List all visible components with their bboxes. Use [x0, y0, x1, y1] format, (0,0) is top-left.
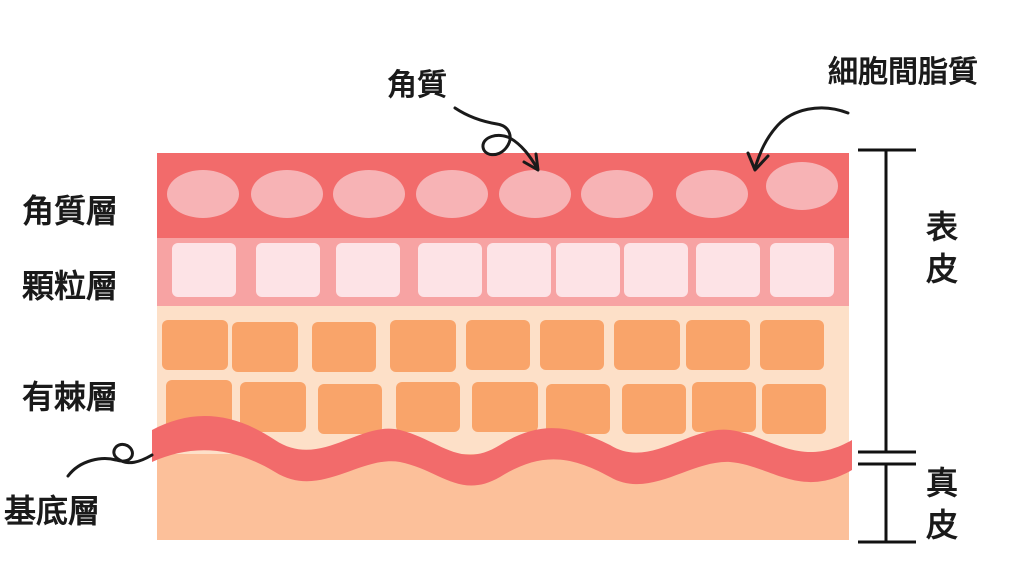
- spinous-cell: [762, 384, 826, 434]
- arrow-kakushitsu-head: [522, 152, 540, 172]
- granular-cell: [336, 243, 400, 297]
- spinous-cell: [692, 382, 756, 432]
- spinous-cell: [686, 320, 750, 370]
- spinous-cell: [312, 322, 376, 372]
- spinous-cell: [540, 320, 604, 370]
- spinous-cell: [162, 320, 228, 370]
- granular-cell: [418, 243, 482, 297]
- corneocyte: [167, 170, 239, 218]
- spinous-cell: [622, 384, 686, 434]
- spinous-cell: [232, 322, 298, 372]
- corneocyte: [676, 170, 748, 218]
- basal-layer-wave: [152, 416, 852, 486]
- arrow-lipid: [753, 106, 850, 170]
- spinous-cell: [546, 384, 610, 434]
- granular-cell: [172, 243, 236, 297]
- label-stratum-corneum: 角質層: [22, 192, 118, 230]
- label-intercellular-lipid: 細胞間脂質: [828, 55, 978, 90]
- spinous-cell: [390, 320, 456, 372]
- corneocyte: [251, 170, 323, 218]
- spinous-cell: [614, 320, 680, 370]
- granular-cell: [624, 243, 688, 297]
- label-epidermis-2: 皮: [926, 250, 958, 288]
- label-basal-layer: 基底層: [4, 492, 100, 530]
- label-epidermis-1: 表: [926, 208, 958, 246]
- label-granular-layer: 顆粒層: [22, 267, 118, 305]
- corneocyte: [581, 170, 653, 218]
- label-corneocyte: 角質: [387, 68, 447, 103]
- corneocyte: [766, 162, 838, 210]
- granular-cell: [556, 243, 620, 297]
- corneocytes: [167, 162, 838, 218]
- granular-cell: [696, 243, 760, 297]
- arrow-basal: [66, 443, 154, 478]
- granular-cell: [487, 243, 551, 297]
- label-dermis-2: 皮: [926, 506, 958, 544]
- spinous-cell: [396, 382, 460, 432]
- label-spinous-layer: 有棘層: [22, 378, 118, 416]
- spinous-cell: [240, 382, 306, 432]
- granular-cell: [256, 243, 320, 297]
- spinous-cell: [466, 320, 530, 370]
- corneocyte: [333, 170, 405, 218]
- arrow-kakushitsu: [453, 106, 539, 170]
- spinous-cell: [472, 382, 538, 432]
- corneocyte: [416, 170, 488, 218]
- arrow-lipid-head: [746, 151, 770, 172]
- spinous-cell: [318, 384, 382, 434]
- spinous-cell: [760, 320, 824, 370]
- spinous-cells: [162, 320, 826, 434]
- granular-cell: [770, 243, 834, 297]
- granular-cells: [172, 243, 834, 297]
- label-dermis-1: 真: [926, 464, 958, 502]
- corneocyte: [499, 170, 571, 218]
